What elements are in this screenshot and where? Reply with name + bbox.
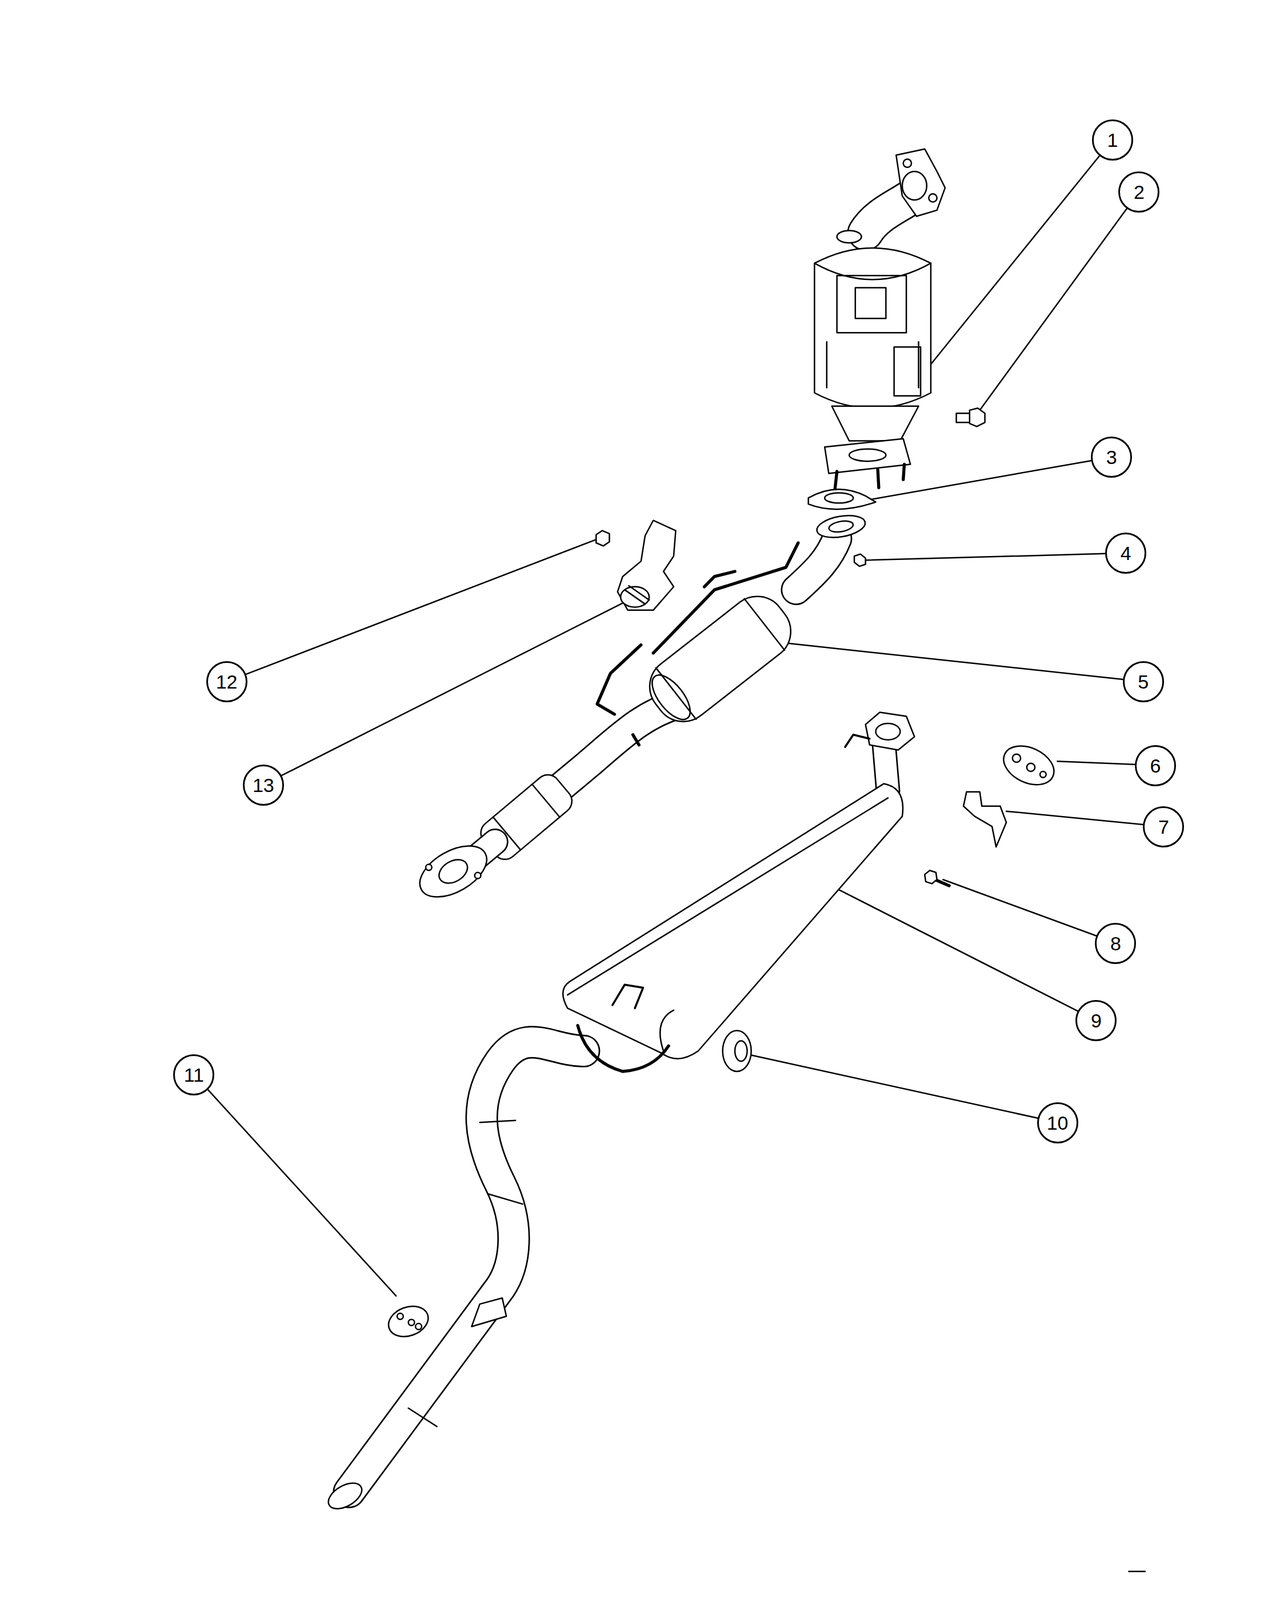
callout-circle: 6 <box>1134 745 1176 787</box>
isolator <box>722 1030 752 1072</box>
callout-number: 6 <box>1150 756 1162 776</box>
callout-circle: 11 <box>173 1054 215 1096</box>
callout-number: 12 <box>216 672 238 692</box>
callout-circle: 13 <box>242 764 284 806</box>
callout-circle: 1 <box>1092 119 1134 161</box>
callout-number: 5 <box>1137 672 1149 692</box>
callout-number: 9 <box>1090 1010 1102 1031</box>
leader-lines <box>194 140 1164 1296</box>
gasket <box>808 489 876 510</box>
nut <box>596 530 610 547</box>
callout-number: 3 <box>1106 447 1118 467</box>
isolator <box>997 738 1060 792</box>
heat-shield <box>617 520 676 611</box>
callout-circle: 8 <box>1094 922 1136 964</box>
callout-circle: 10 <box>1037 1102 1079 1144</box>
callout-number: 1 <box>1107 130 1119 150</box>
callout-circle: 4 <box>1105 532 1147 574</box>
callout-circle: 2 <box>1118 171 1160 213</box>
bolt <box>956 408 986 427</box>
muffler-tailpipe <box>324 712 915 1514</box>
isolator <box>384 1301 433 1342</box>
callout-circle: 3 <box>1090 436 1132 478</box>
callout-number: 11 <box>184 1065 204 1085</box>
callout-circle: 7 <box>1142 806 1184 848</box>
callout-number: 10 <box>1046 1113 1069 1133</box>
callout-number: 13 <box>252 775 275 795</box>
callout-circle: 9 <box>1075 1000 1117 1042</box>
bracket <box>963 792 1007 847</box>
bolt <box>924 870 950 886</box>
callout-circle: 12 <box>206 661 248 703</box>
drawing-mark <box>1128 1570 1146 1573</box>
catalytic-converter <box>814 149 946 490</box>
callout-number: 2 <box>1133 182 1145 202</box>
callout-number: 4 <box>1120 543 1132 563</box>
callout-number: 7 <box>1158 817 1170 837</box>
callout-number: 8 <box>1110 933 1122 954</box>
nut <box>854 554 866 567</box>
callout-circle: 5 <box>1122 661 1164 703</box>
